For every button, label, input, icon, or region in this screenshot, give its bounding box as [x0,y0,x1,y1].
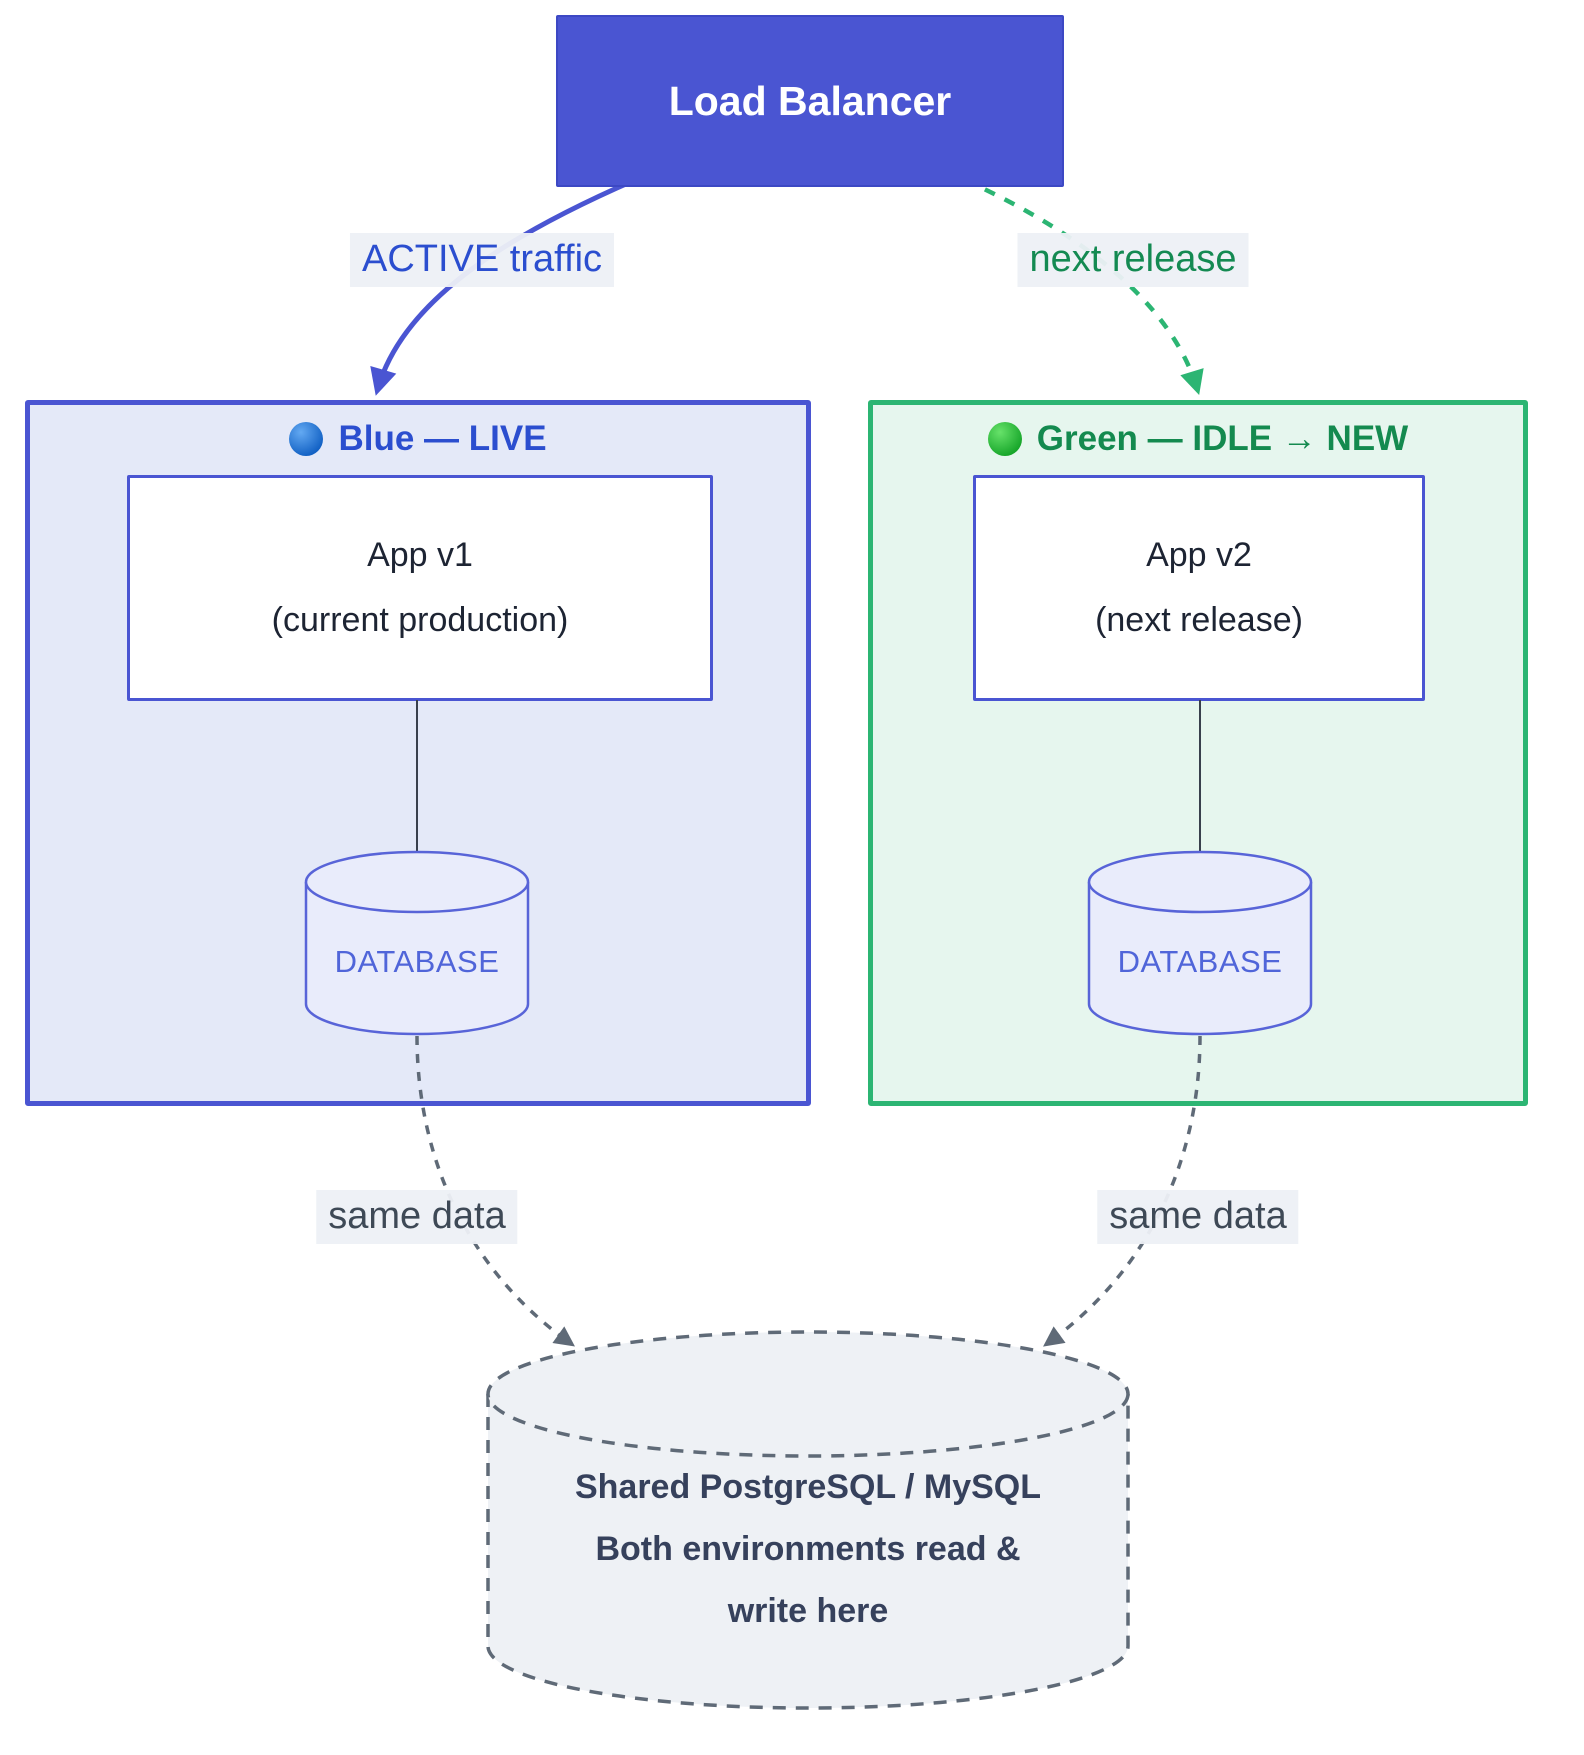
blue-status-dot-icon [289,422,324,456]
shared-database-label-line3: write here [727,1592,889,1630]
edge-same-data-left [415,1035,575,1347]
blue-environment-title-label: Blue — LIVE [338,419,547,458]
app-v1-node: App v1 (current production) [127,475,713,701]
blue-environment-title: Blue — LIVE [30,419,806,459]
blue-database-node: DATABASE [304,850,530,1036]
shared-database-label-line2: Both environments read & [595,1530,1020,1568]
app-v2-name: App v2 [1146,536,1252,574]
green-database-cylinder-top [1087,850,1313,914]
shared-database-label-line1: Shared PostgreSQL / MySQL [575,1468,1041,1506]
load-balancer-node: Load Balancer [556,15,1064,187]
green-database-cylinder-body [1087,882,1313,1036]
blue-database-cylinder-body [304,882,530,1036]
same-data-right-edge-label: same data [1097,1190,1299,1244]
app-v1-name: App v1 [367,536,473,574]
edge-same-data-right [1043,1035,1202,1347]
green-environment-title: Green — IDLE → NEW [873,419,1523,459]
next-release-edge-label: next release [1017,233,1249,287]
active-traffic-edge-label: ACTIVE traffic [349,233,615,287]
shared-database-node: Shared PostgreSQL / MySQL Both environme… [486,1330,1130,1710]
blue-database-cylinder-top [304,850,530,914]
app-v2-node: App v2 (next release) [973,475,1425,701]
same-data-left-edge-label: same data [316,1190,518,1244]
app-v1-subtitle: (current production) [271,601,569,639]
green-environment-title-label: Green — IDLE → NEW [1036,419,1409,458]
green-status-dot-icon [987,422,1022,456]
shared-database-cylinder-top [486,1330,1130,1458]
app-v2-subtitle: (next release) [1095,601,1303,639]
blue-database-label: DATABASE [335,944,500,979]
load-balancer-label: Load Balancer [668,77,952,124]
edge-next-release [964,177,1204,395]
shared-database-cylinder-body [486,1394,1130,1710]
green-environment-container: Green — IDLE → NEW App v2 (next release) [868,400,1528,1106]
green-database-node: DATABASE [1087,850,1313,1036]
green-database-label: DATABASE [1118,944,1283,979]
